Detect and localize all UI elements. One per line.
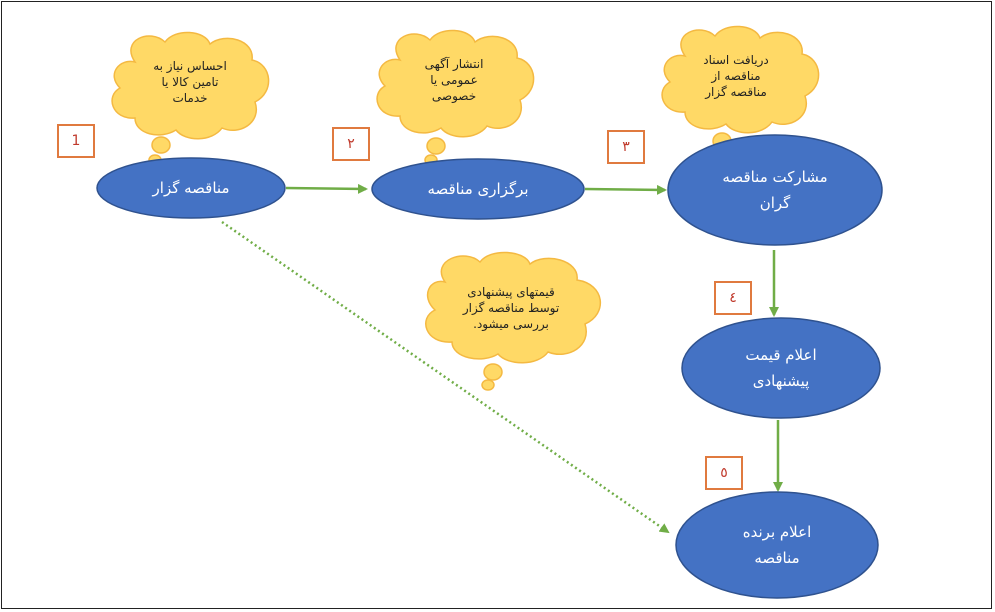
- cloud-publish-text: انتشار آگهی عمومی یا خصوصی: [424, 57, 484, 103]
- node-participation: مشارکت مناقصه گران: [722, 168, 828, 212]
- cloud-receive-docs-text: دریافت اسناد مناقصه از مناقصه گزار: [703, 53, 769, 99]
- node-tenderer: مناقصه گزار: [152, 179, 230, 197]
- step-number-2: ٢: [332, 127, 370, 161]
- step-number-5: ٥: [705, 456, 743, 490]
- arrow-1-to-5-dotted: [221, 220, 670, 534]
- cloud-review-prices-text: قیمتهای پیشنهادی توسط مناقصه گزار بررسی …: [462, 285, 560, 331]
- step-number-1: 1: [57, 124, 95, 158]
- node-price-announce: اعلام قیمت پیشنهادی: [745, 346, 817, 390]
- node-price-announce-shape: [681, 317, 881, 419]
- arrow-1-to-2: [285, 183, 368, 194]
- arrow-2-to-3: [584, 184, 667, 195]
- node-tenderer-shape: [96, 157, 286, 219]
- node-winner-announce-shape: [675, 491, 879, 599]
- node-winner-announce: اعلام برنده مناقصه: [742, 523, 812, 567]
- step-number-3: ٣: [607, 130, 645, 164]
- node-holding-shape: [371, 158, 585, 220]
- step-number-4: ٤: [714, 281, 752, 315]
- node-participation-shape: [667, 134, 883, 246]
- cloud-publish: [376, 29, 535, 166]
- cloud-need-text: احساس نیاز به تامین کالا یا خدمات: [153, 59, 227, 105]
- cloud-review-prices: [425, 251, 601, 391]
- node-holding: برگزاری مناقصه: [427, 180, 529, 198]
- cloud-need: [111, 31, 270, 166]
